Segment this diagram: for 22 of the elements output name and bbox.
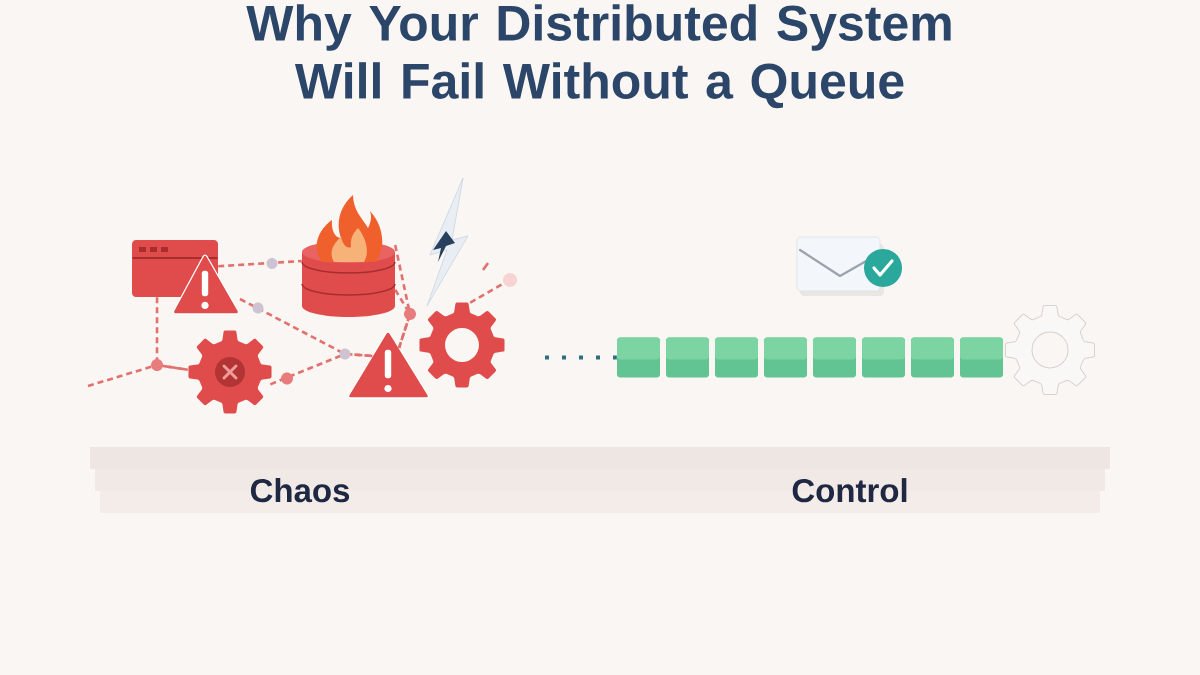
error-gear bbox=[188, 330, 272, 414]
dotted-line bbox=[545, 355, 617, 360]
queue-tile bbox=[911, 337, 954, 378]
queue-tile bbox=[960, 337, 1003, 378]
dashed-line bbox=[393, 244, 412, 349]
burning-database bbox=[301, 195, 396, 317]
warning-triangle bbox=[347, 331, 430, 399]
gear bbox=[419, 302, 505, 388]
queue-tile bbox=[813, 337, 856, 378]
queue-tile bbox=[617, 337, 660, 378]
section-label: Control bbox=[792, 478, 907, 503]
queue-tile bbox=[764, 337, 807, 378]
dashed-line bbox=[239, 297, 374, 358]
queue-tile bbox=[862, 337, 905, 378]
worker-gear bbox=[1005, 305, 1095, 395]
title: Why Your Distributed System Will Fail Without a Queue bbox=[246, 4, 951, 109]
warning-triangle bbox=[172, 254, 240, 315]
queue-tile bbox=[715, 337, 758, 378]
dashed-line bbox=[87, 363, 189, 388]
section-label: Chaos bbox=[250, 478, 350, 503]
queue-tile bbox=[666, 337, 709, 378]
dashed-line bbox=[218, 259, 302, 268]
